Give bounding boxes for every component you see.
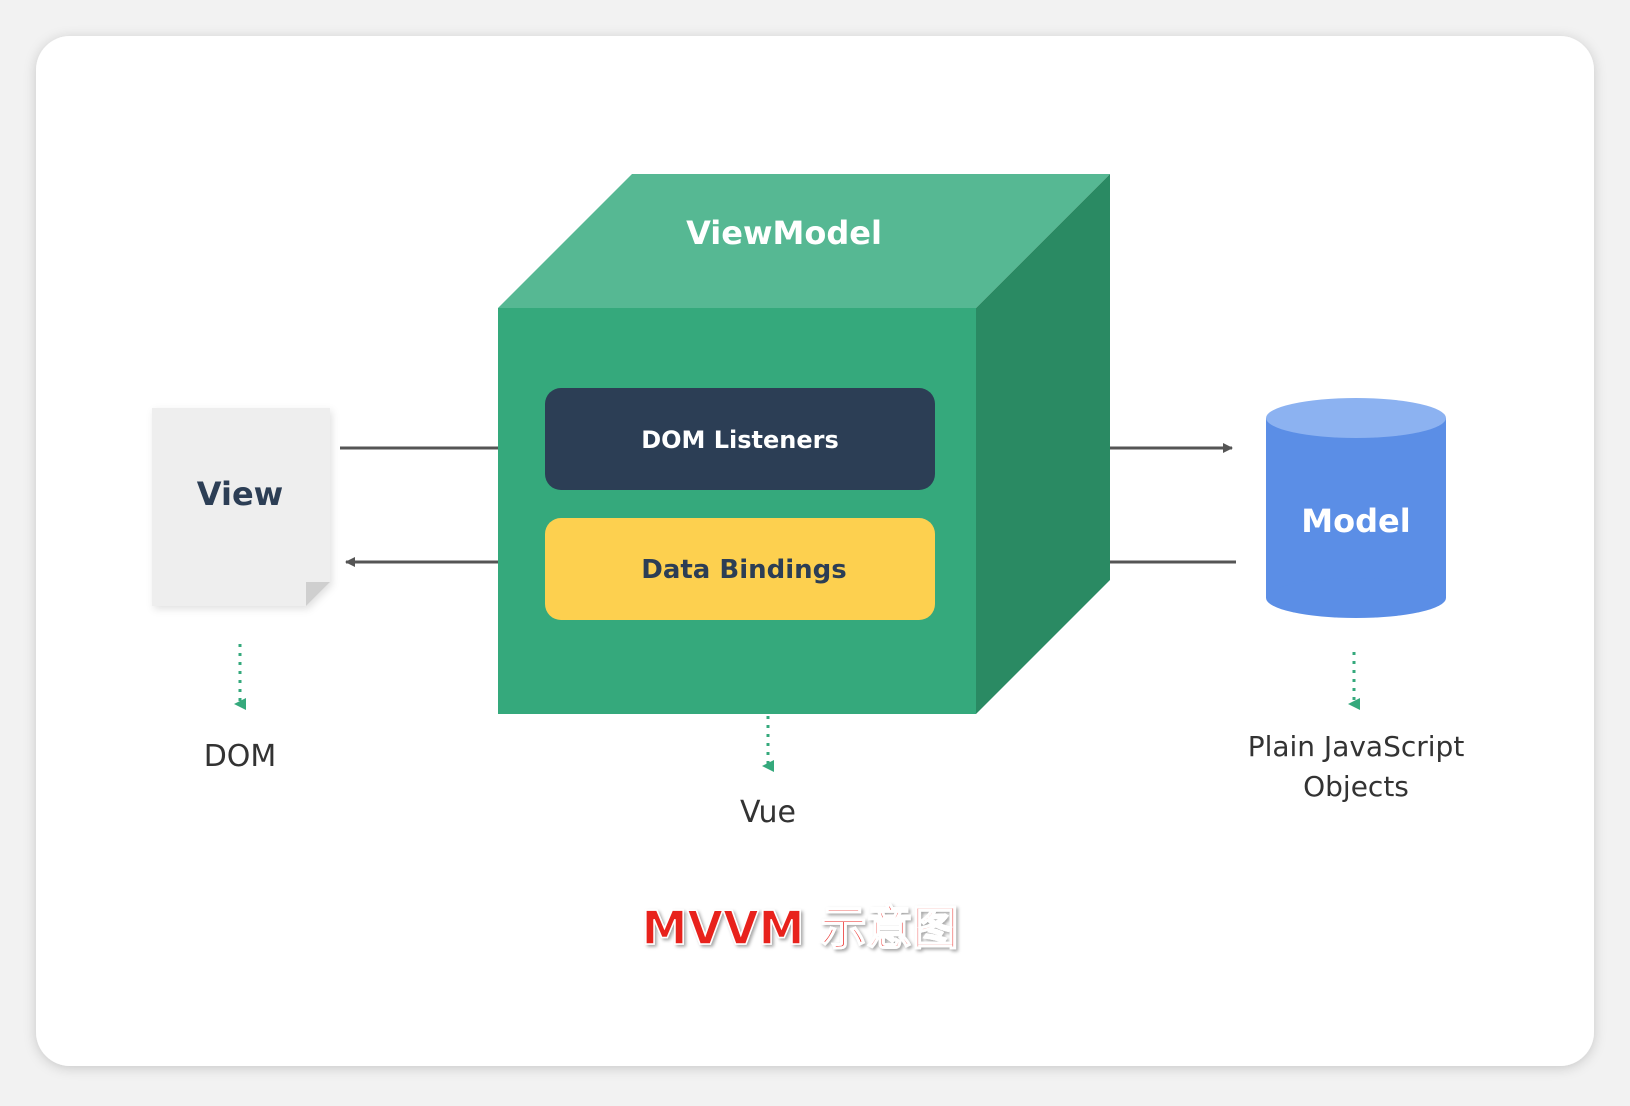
viewmodel-cube (498, 174, 1110, 714)
data-bindings-label: Data Bindings (641, 555, 847, 585)
dom-listeners-box (545, 388, 935, 490)
plain-js-line2: Objects (1303, 770, 1409, 803)
cube-front-face (498, 308, 976, 714)
view-label: View (197, 475, 283, 513)
cube-side-face (976, 174, 1110, 714)
model-label: Model (1301, 502, 1410, 540)
dom-label: DOM (204, 739, 277, 774)
data-bindings-box (545, 518, 935, 620)
viewmodel-label: ViewModel (686, 214, 882, 252)
plain-js-line1: Plain JavaScript (1248, 730, 1465, 763)
model-cylinder (1266, 398, 1446, 618)
vue-label: Vue (740, 795, 796, 830)
view-page (152, 408, 330, 606)
dom-listeners-label: DOM Listeners (641, 426, 839, 454)
cube-top-face (498, 174, 1110, 308)
caption: MVVM 示意图 (642, 901, 959, 955)
